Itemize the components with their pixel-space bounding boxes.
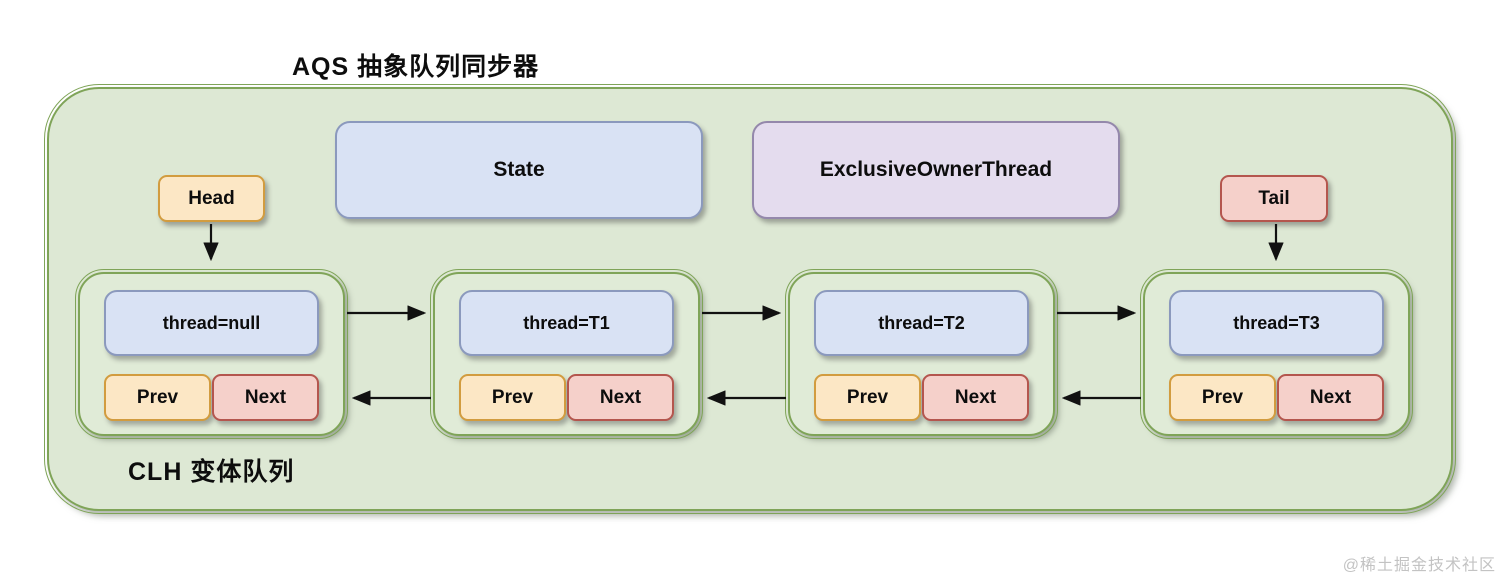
next-box: Next [922,374,1029,421]
tail-field-box: Tail [1220,175,1328,222]
diagram-title: AQS 抽象队列同步器 [292,53,540,81]
next-box: Next [1277,374,1384,421]
head-field-box: Head [158,175,265,222]
state-field-box: State [335,121,703,219]
clh-node-3: thread=T3 Prev Next [1140,269,1413,439]
thread-box: thread=null [104,290,319,356]
prev-box: Prev [814,374,921,421]
clh-node-2: thread=T2 Prev Next [785,269,1058,439]
pointer-row: Prev Next [814,374,1029,421]
thread-box: thread=T1 [459,290,674,356]
pointer-row: Prev Next [104,374,319,421]
next-box: Next [212,374,319,421]
thread-box: thread=T2 [814,290,1029,356]
pointer-row: Prev Next [1169,374,1384,421]
clh-node-0: thread=null Prev Next [75,269,348,439]
pointer-row: Prev Next [459,374,674,421]
next-box: Next [567,374,674,421]
watermark: @稀土掘金技术社区 [1342,557,1496,574]
prev-box: Prev [1169,374,1276,421]
exclusive-owner-thread-field-box: ExclusiveOwnerThread [752,121,1120,219]
clh-queue-label: CLH 变体队列 [128,458,295,486]
prev-box: Prev [459,374,566,421]
clh-node-1: thread=T1 Prev Next [430,269,703,439]
prev-box: Prev [104,374,211,421]
thread-box: thread=T3 [1169,290,1384,356]
